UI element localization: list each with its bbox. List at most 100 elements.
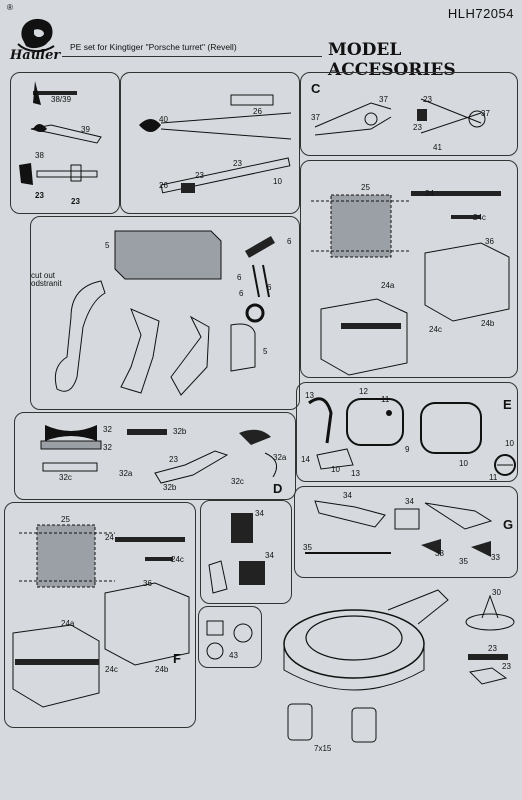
part-label: 24 (425, 189, 434, 198)
part-label: 35 (459, 557, 468, 566)
part-label: 26 (253, 107, 262, 116)
aviator-head-icon (17, 18, 55, 52)
part-label: 36 (485, 237, 494, 246)
part-label: 7x15 (314, 744, 332, 753)
header-rule (62, 56, 322, 57)
part-label: 32c (59, 473, 72, 482)
part-label: 23 (423, 95, 432, 104)
turret-ring-drawing: 7x15 (268, 580, 464, 766)
brand-name: Hauler (10, 48, 61, 63)
panel-small-2-drawing (206, 620, 253, 660)
panel-letter: F (173, 651, 181, 666)
panel-letter: C (311, 81, 321, 96)
part-label: 39 (81, 125, 90, 134)
part-label: 23 (169, 455, 178, 464)
part-label: 24c (429, 325, 442, 334)
sheet-title: MODEL ACCESORIES (328, 40, 456, 80)
panel-c-drawing (314, 98, 486, 136)
panel-d-drawing (40, 425, 278, 484)
part-label: 23 (195, 171, 204, 180)
part-30-svg (465, 594, 515, 631)
panel-letter: G (503, 517, 514, 532)
part-23-svg (468, 654, 508, 685)
part-label: 6 (239, 289, 244, 298)
part-label: 24c (171, 555, 184, 564)
panel-right-1-drawing (311, 191, 510, 376)
part-label: 25 (361, 183, 370, 192)
cut-out-note: cut out (31, 271, 56, 280)
part-label: 23 (71, 197, 80, 206)
part-label: 34 (265, 551, 274, 560)
part-label: 37 (311, 113, 320, 122)
part-label: 32b (173, 427, 187, 436)
cut-out-note-cz: odstranit (31, 279, 62, 288)
part-label: 6 (267, 283, 272, 292)
panel-letter: E (503, 397, 512, 412)
part-label: 37 (379, 95, 388, 104)
part-label: 11 (381, 395, 390, 404)
part-label: 14 (301, 455, 310, 464)
panel-1-drawing (19, 81, 102, 185)
part-label: 41 (433, 143, 442, 152)
part-label: 34 (255, 509, 264, 518)
panel-g: G 34 34 35 33 35 33 (294, 486, 518, 578)
part-label: 6 (287, 237, 292, 246)
part-label: 24b (481, 319, 495, 328)
panel-letter: D (273, 481, 283, 496)
part-label: 13 (305, 391, 314, 400)
part-label: 11 (489, 473, 498, 482)
part-label: 34 (405, 497, 414, 506)
panel-e: E 13 12 11 9 14 10 13 10 10 11 (296, 382, 518, 482)
part-label: 30 (492, 588, 501, 597)
panel-2-drawing (139, 94, 292, 194)
panel-f: F 25 24 24c 36 24a 24c 24b (4, 502, 196, 728)
panel-f-drawing (12, 524, 190, 708)
part-label: 43 (229, 651, 238, 660)
product-code: HLH72054 (447, 6, 514, 21)
panel-small-34: 34 34 (200, 500, 292, 604)
panel-c: C 37 37 37 23 23 41 (300, 72, 518, 156)
part-23-drawing: 23 23 (462, 642, 518, 690)
part-label: 38/39 (51, 95, 72, 104)
part-label: 13 (351, 469, 360, 478)
part-label: 38 (35, 151, 44, 160)
part-label: 24 (105, 533, 114, 542)
panel-d: D 32 32 32b 32c 32a 23 32b 32a 32c (14, 412, 296, 500)
part-label: 32 (103, 425, 112, 434)
part-label: 32c (231, 477, 244, 486)
part-label: 26 (159, 181, 168, 190)
part-label: 32a (273, 453, 287, 462)
part-label: 10 (331, 465, 340, 474)
part-label: 34 (343, 491, 352, 500)
part-label: 10 (505, 439, 514, 448)
part-label: 24b (155, 665, 169, 674)
part-label: 5 (263, 347, 268, 356)
registered-mark: ® (7, 3, 13, 12)
panel-tools-2: 40 26 26 23 23 10 (120, 72, 300, 214)
part-label: 23 (413, 123, 422, 132)
part-label: 33 (491, 553, 500, 562)
part-label: 23 (488, 644, 497, 653)
part-label: 25 (61, 515, 70, 524)
brand-logo: Hauler (8, 8, 64, 64)
panel-e-drawing (308, 397, 516, 476)
part-label: 24a (381, 281, 395, 290)
part-label: 23 (502, 662, 511, 671)
part-label: 40 (159, 115, 168, 124)
part-label: 33 (435, 549, 444, 558)
panel-small-drawing (208, 513, 265, 594)
part-label: 24a (61, 619, 75, 628)
part-label: 32 (103, 443, 112, 452)
part-label: 32a (119, 469, 133, 478)
part-label: 12 (359, 387, 368, 396)
part-label: 5 (105, 241, 110, 250)
part-label: 6 (237, 273, 242, 282)
panel-tools-1: 38/39 39 38 23 23 (10, 72, 120, 214)
part-label: 35 (303, 543, 312, 552)
turret-ring-svg (283, 589, 449, 743)
part-label: 37 (481, 109, 490, 118)
panel-exhaust: 5 6 6 6 6 5 cut out odstranit (30, 216, 300, 410)
part-label: 24c (473, 213, 486, 222)
part-30-drawing: 30 (462, 584, 518, 634)
